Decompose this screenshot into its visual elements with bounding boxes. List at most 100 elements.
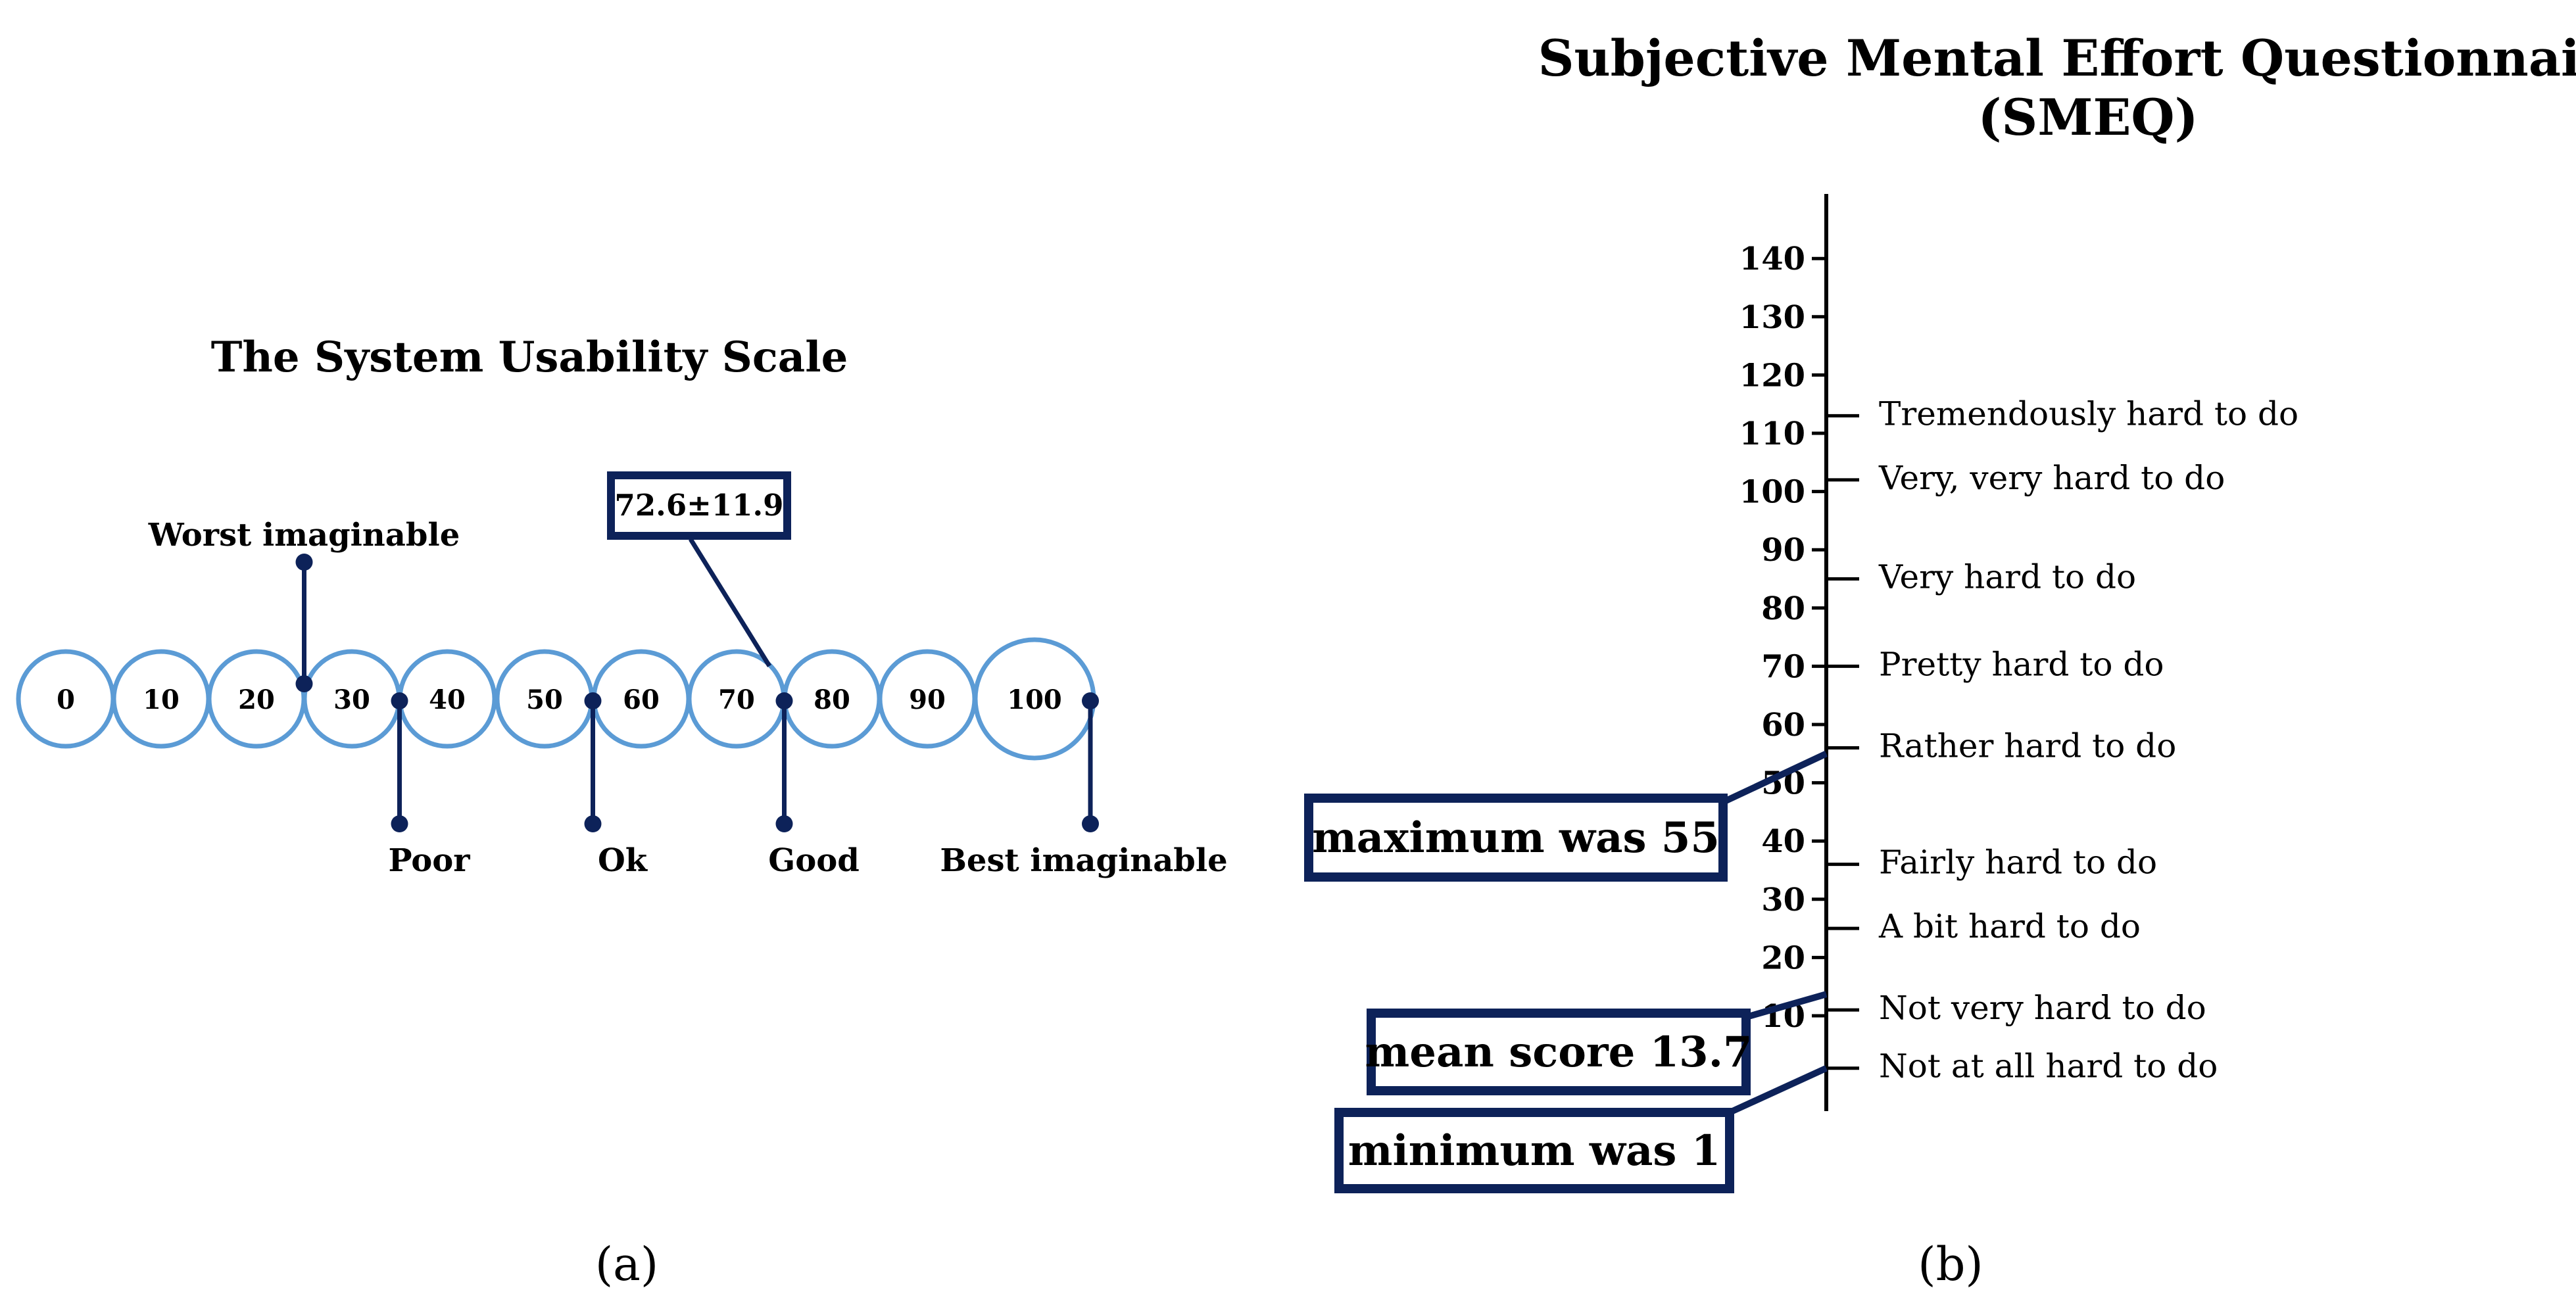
anchor-rather-hard-to-do: Rather hard to do [1826, 726, 2176, 765]
tick-label: 70 [1761, 648, 1805, 685]
anchor-label: Very, very hard to do [1878, 459, 2225, 497]
smeq-title: Subjective Mental Effort Questionnaire [1538, 29, 2576, 87]
axis-tick-90: 90 [1761, 532, 1826, 569]
callout-leader [1728, 1065, 1828, 1116]
anchor-very-very-hard-to-do: Very, very hard to do [1826, 459, 2225, 497]
callout-maximum-was-55: maximum was 55 [1304, 750, 1828, 882]
anchor-a-bit-hard-to-do: A bit hard to do [1826, 907, 2141, 945]
marker-ok: Ok [584, 692, 648, 879]
scale-item-30: 30 [302, 649, 402, 749]
marker-end-dot [1082, 815, 1099, 832]
anchor-not-at-all-hard-to-do: Not at all hard to do [1826, 1047, 2218, 1085]
axis-tick-140: 140 [1739, 241, 1826, 277]
marker-dot [391, 692, 408, 709]
marker-worst-imaginable: Worst imaginable [148, 517, 460, 692]
scale-item-60: 60 [591, 649, 691, 749]
marker-dot [295, 675, 313, 692]
panel-b-smeq: Subjective Mental Effort Questionnaire (… [1304, 29, 2576, 1291]
anchor-label: Very hard to do [1878, 558, 2136, 596]
axis-tick-70: 70 [1761, 648, 1826, 685]
callout-label: minimum was 1 [1348, 1126, 1721, 1176]
callout-leader [1745, 991, 1828, 1020]
score-box [607, 471, 791, 540]
marker-poor: Poor [388, 692, 470, 879]
score-leader-line [689, 538, 771, 667]
tick-label: 130 [1739, 299, 1805, 336]
scale-value: 70 [718, 684, 755, 715]
scale-value: 100 [1007, 684, 1062, 715]
tick-label: 140 [1739, 241, 1805, 277]
marker-label: Ok [598, 842, 648, 879]
callout-box [1334, 1108, 1734, 1193]
anchor-pretty-hard-to-do: Pretty hard to do [1826, 645, 2164, 683]
tick-label: 110 [1739, 416, 1805, 452]
marker-label: Best imaginable [940, 842, 1227, 879]
callout-leader [1721, 750, 1828, 805]
scale-value: 0 [57, 684, 75, 715]
axis-tick-20: 20 [1761, 940, 1826, 976]
anchor-not-very-hard-to-do: Not very hard to do [1826, 989, 2206, 1027]
marker-dot [584, 692, 602, 709]
scale-item-100: 100 [973, 637, 1096, 761]
axis-tick-100: 100 [1739, 474, 1826, 511]
marker-end-dot [775, 815, 793, 832]
axis-tick-80: 80 [1761, 590, 1826, 627]
tick-label: 20 [1761, 940, 1805, 976]
marker-best-imaginable: Best imaginable [940, 692, 1228, 879]
scale-item-80: 80 [782, 649, 882, 749]
scale-value: 40 [429, 684, 466, 715]
marker-good: Good [768, 692, 860, 879]
anchor-label: Rather hard to do [1879, 726, 2176, 765]
anchor-label: Tremendously hard to do [1879, 394, 2298, 433]
anchor-very-hard-to-do: Very hard to do [1826, 558, 2136, 596]
callout-mean-score-13-7: mean score 13.7 [1365, 991, 1828, 1095]
score-label: 72.6±11.9 [615, 488, 784, 523]
scale-item-20: 20 [207, 649, 306, 749]
marker-end-dot [295, 554, 313, 571]
marker-dot [775, 692, 793, 709]
tick-label: 30 [1761, 882, 1805, 918]
smeq-subtitle: (SMEQ) [1978, 88, 2198, 147]
scale-value: 80 [814, 684, 850, 715]
anchor-label: A bit hard to do [1878, 907, 2141, 945]
sus-scale-circles: 0 10 20 30 40 50 60 70 80 90 100 [16, 637, 1096, 761]
anchor-label: Not at all hard to do [1879, 1047, 2218, 1085]
marker-end-dot [391, 815, 408, 832]
tick-label: 100 [1739, 474, 1805, 511]
marker-label: Good [768, 842, 860, 879]
callout-label: maximum was 55 [1312, 813, 1720, 863]
scale-value: 20 [238, 684, 275, 715]
callout-label: mean score 13.7 [1365, 1028, 1753, 1077]
callout-box [1367, 1009, 1751, 1095]
score-callout: 72.6±11.9 [607, 471, 791, 667]
callout-box [1304, 794, 1728, 882]
scale-value: 10 [143, 684, 180, 715]
anchor-label: Fairly hard to do [1879, 844, 2157, 882]
scale-item-0: 0 [16, 649, 116, 749]
marker-label: Worst imaginable [148, 517, 460, 554]
scale-value: 60 [623, 684, 660, 715]
caption-a: (a) [595, 1237, 658, 1291]
axis-tick-110: 110 [1739, 416, 1826, 452]
anchor-label: Pretty hard to do [1879, 645, 2164, 683]
scale-item-50: 50 [495, 649, 595, 749]
anchor-fairly-hard-to-do: Fairly hard to do [1826, 844, 2157, 882]
tick-label: 60 [1761, 707, 1805, 744]
marker-label: Poor [388, 842, 470, 879]
scale-item-40: 40 [397, 649, 497, 749]
marker-dot [1082, 692, 1099, 709]
tick-label: 80 [1761, 590, 1805, 627]
axis-tick-130: 130 [1739, 299, 1826, 336]
smeq-anchors: Tremendously hard to do Very, very hard t… [1826, 394, 2298, 1085]
tick-label: 90 [1761, 532, 1805, 569]
axis-tick-30: 30 [1761, 882, 1826, 918]
marker-end-dot [584, 815, 602, 832]
scale-value: 50 [526, 684, 563, 715]
scale-value: 90 [909, 684, 946, 715]
axis-tick-120: 120 [1739, 357, 1826, 394]
smeq-callouts: maximum was 55 mean score 13.7 minimum was… [1304, 750, 1828, 1193]
tick-label: 120 [1739, 357, 1805, 394]
scale-item-90: 90 [877, 649, 977, 749]
